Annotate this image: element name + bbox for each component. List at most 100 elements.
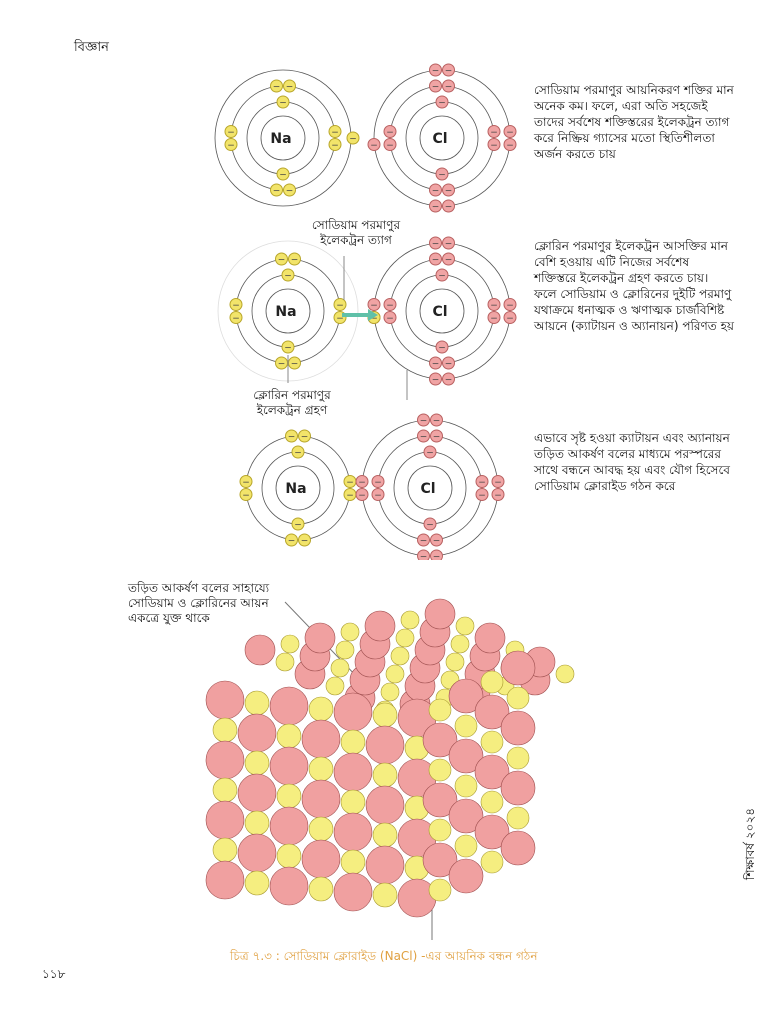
electron [487,311,501,324]
electron [371,488,385,501]
electron [229,311,243,324]
electron [435,95,449,109]
electron [224,138,238,151]
chloride-ion [448,798,484,834]
chloride-ion [205,680,245,720]
sodium-ion [276,723,302,749]
nacl-lattice [205,598,575,940]
chloride-ion [474,694,510,730]
electron [276,95,290,109]
electron [417,549,430,560]
electron [475,475,489,488]
electron-sign: − [420,553,428,561]
electron-sign: − [331,141,339,151]
electron [383,311,397,324]
electron-sign: − [433,417,441,427]
electron [283,183,296,197]
electron-sign: − [445,240,453,250]
electron [270,183,283,197]
electron [291,445,305,459]
electron [442,63,455,77]
sodium-ion [506,686,530,710]
nucleus [419,288,465,334]
electron [285,533,298,547]
electron [503,125,517,138]
chloride-ion [205,800,245,840]
electron [503,138,517,151]
sodium-ion [428,818,452,842]
electron-sign: − [291,256,299,266]
electron-sign: − [432,203,440,213]
chloride-ion [365,725,405,765]
electron [429,252,442,266]
chloride-ion [424,598,456,630]
electron-sign: − [490,301,498,311]
sodium-ion [330,658,350,678]
electron-sign: − [426,521,434,531]
sodium-ion [308,756,334,782]
sodium-ion [244,690,270,716]
sodium-ion [372,762,398,788]
electron [487,138,501,151]
chloride-ion [500,770,536,806]
sodium-ion [280,634,300,654]
electron [442,79,455,93]
chloride-ion [269,866,309,906]
chloride-ion [422,842,458,878]
electron-sign: − [358,491,366,501]
chloride-ion [333,752,373,792]
electron-sign: − [490,141,498,151]
electron-sign: − [242,491,250,501]
electron-sign: − [438,171,446,181]
electron [442,183,455,197]
electron-sign: − [288,537,296,547]
chloride-ion [301,779,341,819]
electron-sign: − [358,478,366,488]
sodium-ion [212,717,238,743]
electron [491,488,505,501]
electron [270,79,283,93]
electron-sign: − [438,344,446,354]
electron-sign: − [370,314,378,324]
sodium-ion [340,729,366,755]
chloride-ion [364,610,396,642]
chloride-ion [500,830,536,866]
electron-sign: − [346,478,354,488]
electron-sign: − [432,376,440,386]
electron-sign: − [426,449,434,459]
electron-sign: − [273,187,281,197]
chloride-ion [237,833,277,873]
electron [298,429,311,443]
electron-loss-note: সোডিয়াম পরমাণুর ইলেকট্রন ত্যাগ [311,218,401,247]
electron-sign: − [445,67,453,77]
chloride-ion [365,845,405,885]
electron-sign: − [374,491,382,501]
electron [430,549,443,560]
electron [429,183,442,197]
figure-caption: চিত্র ৭.৩ : সোডিয়াম ক্লোরাইড (NaCl) -এর… [230,949,538,963]
chloride-ion [474,622,506,654]
electron-sign: − [506,301,514,311]
electron [355,475,369,488]
row3-description: এভাবে সৃষ্ট হওয়া ক্যাটায়ন এবং অ্যানায়… [534,431,730,493]
nucleus [275,465,321,511]
sodium-ion [454,834,478,858]
sodium-ion [428,758,452,782]
chloride-ion [474,754,510,790]
electron [288,252,301,266]
electron-sign: − [284,272,292,282]
chloride-ion [448,858,484,894]
chloride-ion [237,773,277,813]
electron [417,429,430,443]
electron [417,413,430,427]
electron-sign: − [433,537,441,547]
chloride-ion [205,860,245,900]
electron-sign: − [336,301,344,311]
sodium-ion [480,730,504,754]
electron [367,298,381,311]
sodium-ion [428,698,452,722]
electron-sign: − [432,240,440,250]
electron-sign: − [432,360,440,370]
sodium-ion [380,682,400,702]
electron [435,340,449,354]
